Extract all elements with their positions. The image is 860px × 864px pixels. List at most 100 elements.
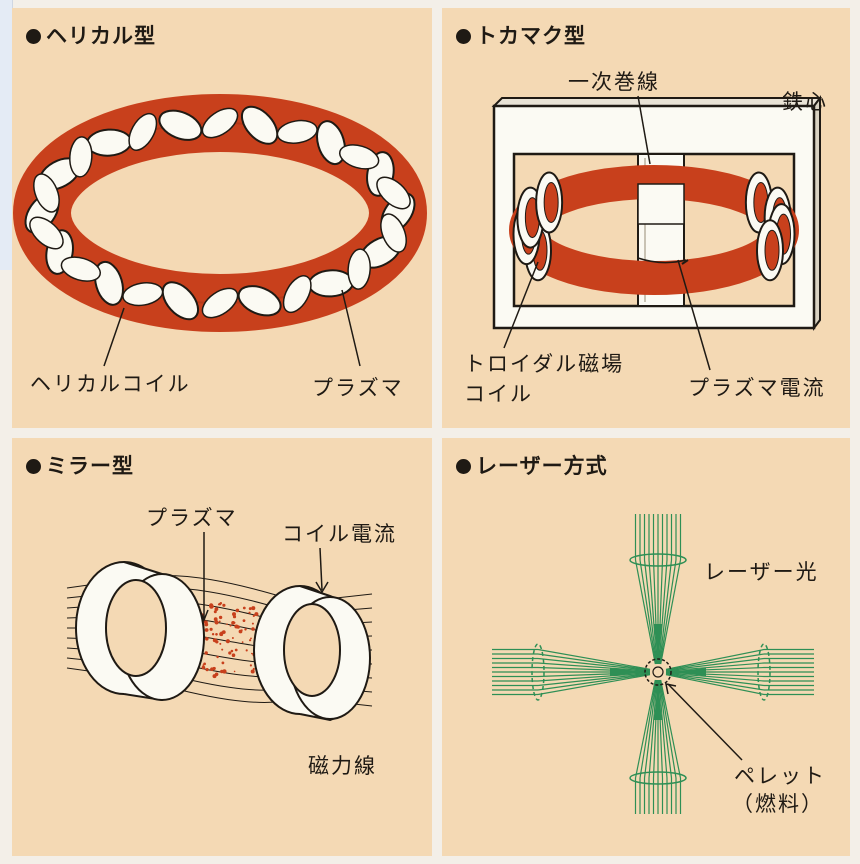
panel-mirror: ミラー型 プラズマ コイル電流 磁力線 <box>12 438 432 856</box>
plasma-speck <box>215 673 219 677</box>
laser-ray <box>661 560 681 664</box>
panel-title: ヘリカル型 <box>26 20 156 50</box>
label-toroidal-coil-2: コイル <box>464 378 533 408</box>
plasma-speck <box>232 612 236 616</box>
plasma-speck <box>234 671 236 673</box>
plasma-speck <box>214 667 216 669</box>
plasma-speck <box>204 623 208 627</box>
laser-ray <box>636 560 656 664</box>
plasma-speck <box>254 612 258 616</box>
plasma-speck <box>243 619 246 622</box>
label-plasma-current: プラズマ電流 <box>688 372 826 402</box>
plasma-speck <box>242 641 244 643</box>
label-iron-core: 鉄心 <box>782 86 828 116</box>
plasma-speck <box>232 637 234 639</box>
leader-pellet <box>668 684 742 760</box>
plasma-speck <box>216 656 218 658</box>
label-fuel: （燃料） <box>732 788 824 818</box>
plasma-speck <box>218 603 220 605</box>
plasma-speck <box>234 625 238 629</box>
panel-title: レーザー方式 <box>456 450 608 480</box>
coil-left <box>76 562 204 700</box>
laser-ray <box>538 675 650 695</box>
plasma-speck <box>222 604 225 607</box>
title-text: レーザー方式 <box>476 454 608 478</box>
plasma-speck <box>241 629 243 631</box>
label-pellet: ペレット <box>734 760 826 790</box>
leader-coil-current <box>320 548 322 590</box>
bullet-dot <box>456 29 471 44</box>
plasma-speck <box>250 638 252 640</box>
laser-ray <box>538 650 650 670</box>
panel-title: ミラー型 <box>26 450 134 480</box>
plasma-speck <box>205 651 208 654</box>
plasma-speck <box>222 662 225 665</box>
panel-laser: レーザー方式 レーザー光 ペレット （燃料） <box>442 438 850 856</box>
plasma-speck <box>210 628 213 631</box>
label-primary-winding: 一次巻線 <box>568 66 660 96</box>
laser-ray <box>666 675 764 695</box>
mirror-diagram <box>12 438 432 856</box>
central-limb-front <box>638 184 684 224</box>
plasma-speck <box>219 643 221 645</box>
plasma-speck <box>253 668 255 670</box>
label-field-lines: 磁力線 <box>308 750 377 780</box>
plasma-speck <box>219 621 221 623</box>
plasma-speck <box>226 623 228 625</box>
bullet-dot <box>456 459 471 474</box>
plasma-speck <box>232 653 236 657</box>
plasma-speck <box>249 607 252 610</box>
plasma-speck <box>205 628 209 632</box>
plasma-speck <box>236 609 240 613</box>
plasma-speck <box>219 616 222 619</box>
panel-tokamak: トカマク型 一次巻線 鉄心 トロイダル磁場 コイル プラズマ電流 <box>442 8 850 428</box>
plasma-speck <box>244 628 246 630</box>
title-text: ミラー型 <box>46 454 134 478</box>
plasma-speck <box>250 664 252 666</box>
plasma-speck <box>221 649 223 651</box>
plasma-speck <box>243 607 246 610</box>
label-plasma: プラズマ <box>312 372 404 402</box>
plasma-speck <box>212 633 214 635</box>
toroidal-coil-inner <box>765 230 779 270</box>
label-helical-coil: ヘリカルコイル <box>30 368 191 398</box>
bullet-dot <box>26 459 41 474</box>
plasma-speck <box>226 639 230 643</box>
plasma-speck <box>228 651 231 654</box>
plasma-speck <box>205 637 209 641</box>
helical-diagram <box>12 8 432 428</box>
plasma-speck <box>249 639 251 641</box>
leader-coil <box>104 308 124 366</box>
plasma-speck <box>251 606 255 610</box>
plasma-speck <box>214 610 217 613</box>
plasma-speck <box>235 649 238 652</box>
panel-title: トカマク型 <box>456 20 586 50</box>
plasma-speck <box>253 615 255 617</box>
plasma-speck <box>215 633 218 636</box>
plasma-speck <box>251 670 255 674</box>
plasma-speck <box>209 603 213 607</box>
plasma-speck <box>222 669 226 673</box>
bullet-dot <box>26 29 41 44</box>
toroidal-coil-inner <box>544 182 558 222</box>
leader-pellet-arrow <box>666 684 676 694</box>
plasma-speck <box>202 666 206 670</box>
label-coil-current: コイル電流 <box>282 518 397 548</box>
label-laser-light: レーザー光 <box>704 556 819 586</box>
plasma-speck <box>234 622 236 624</box>
coil-right <box>254 586 370 720</box>
panel-helical: ヘリカル型 ヘリカルコイル プラズマ <box>12 8 432 428</box>
plasma-speck <box>215 620 219 624</box>
plasma-speck <box>251 627 255 631</box>
plasma-speck <box>206 668 209 671</box>
plasma-speck <box>248 612 250 614</box>
title-text: ヘリカル型 <box>46 24 156 48</box>
laser-ray <box>666 650 764 670</box>
plasma-speck <box>203 663 206 666</box>
plasma-speck <box>246 649 248 651</box>
plasma-speck <box>231 650 234 653</box>
title-text: トカマク型 <box>476 24 586 48</box>
plasma-speck <box>252 623 254 625</box>
plasma-speck <box>215 640 218 643</box>
laser-ray <box>636 680 656 778</box>
